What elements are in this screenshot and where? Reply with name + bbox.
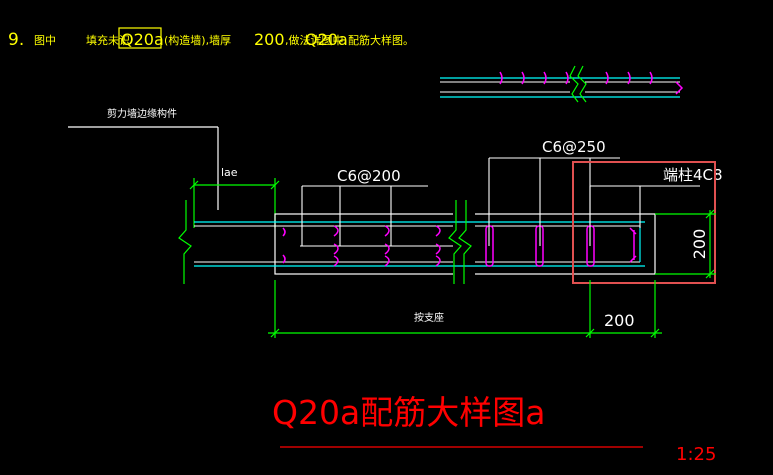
stirrup-left-leader: C6@200 (301, 167, 428, 246)
span-label: 按支座 (414, 311, 444, 324)
note-text-b: (构造墙),墙厚 (164, 33, 231, 47)
wall-section[interactable] (178, 200, 656, 284)
end-bars-leader: 端柱4C8 (589, 166, 723, 228)
selection-highlight-box[interactable] (572, 161, 716, 284)
mini-wall-detail (440, 65, 684, 103)
note-text-d: 配筋大样图。 (348, 33, 414, 47)
stirrup-left-label: C6@200 (337, 167, 401, 185)
height-dimension (655, 209, 716, 279)
end-bars-label: 端柱4C8 (663, 166, 723, 184)
detail-title: Q20a配筋大样图a 1:25 (272, 393, 716, 465)
lae-dimension (189, 178, 280, 228)
top-note: 9. 图中 填充未识 Q20a (构造墙),墙厚 200 ,做法详图中 Q20a… (8, 27, 414, 50)
detail-scale: 1:25 (676, 444, 716, 465)
anchor-leader: 剪力墙边缘构件 lae (68, 107, 238, 210)
note-prefix: 图中 (34, 34, 56, 47)
note-text-c: ,做法详图中 (285, 33, 344, 47)
lae-label: lae (221, 166, 238, 179)
stirrup-ties (282, 225, 637, 267)
width-dimension-label: 200 (604, 311, 635, 330)
note-detail-ref: Q20a (305, 30, 348, 49)
note-number: 9. (8, 30, 24, 50)
note-highlight[interactable]: Q20a (121, 30, 164, 49)
detail-title-text: Q20a配筋大样图a (272, 393, 545, 432)
height-dimension-label: 200 (690, 229, 709, 260)
note-highlight-box (118, 27, 162, 49)
wall-anchor-label: 剪力墙边缘构件 (107, 107, 177, 120)
bottom-dimensions (268, 280, 662, 338)
stirrup-right-label: C6@250 (542, 138, 606, 156)
note-thickness: 200 (254, 30, 285, 49)
stirrup-right-leader: C6@250 (488, 138, 620, 246)
